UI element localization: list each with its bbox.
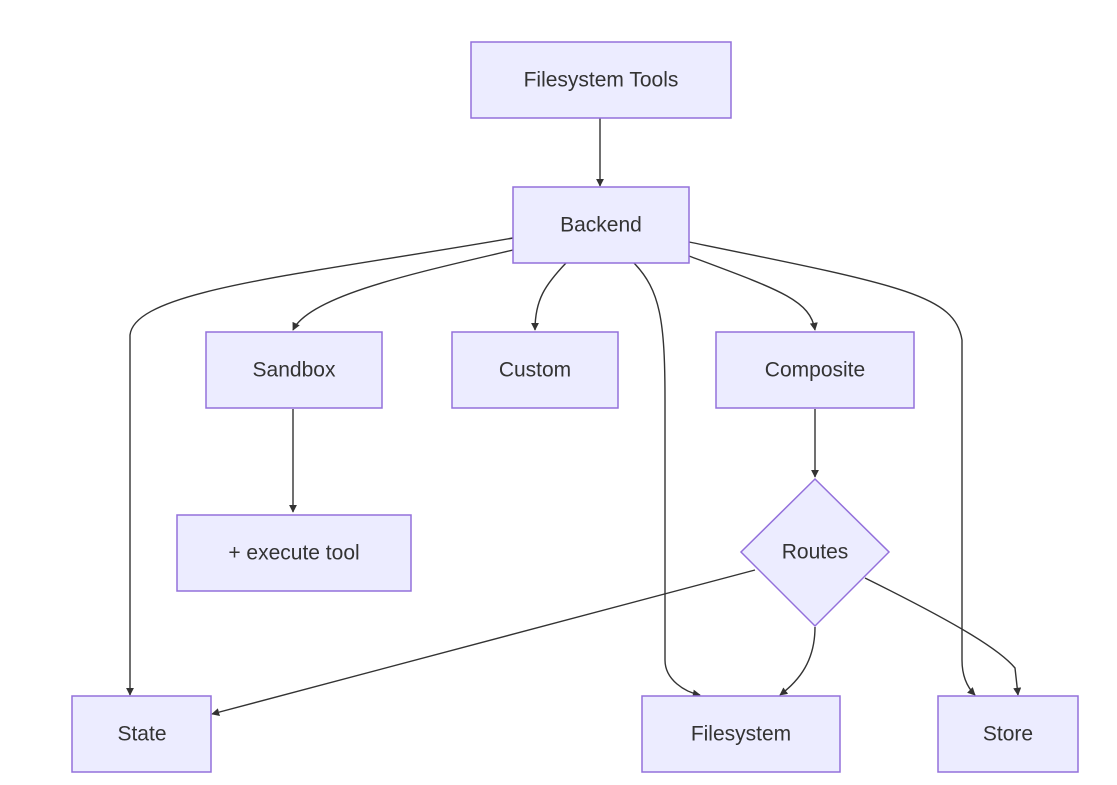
node-routes: Routes [739, 477, 891, 628]
edge-backend-to-store [688, 241, 976, 696]
node-label: Filesystem [691, 723, 791, 746]
node-execute-tool: + execute tool [176, 514, 412, 592]
node-label: Store [983, 723, 1033, 746]
node-label: Backend [560, 214, 642, 237]
node-label: Filesystem Tools [524, 69, 679, 92]
edges [126, 118, 1022, 717]
edge-backend-to-sandbox [292, 249, 514, 331]
edge-routes-to-filesystem [779, 626, 816, 696]
node-store: Store [937, 695, 1079, 773]
node-label: Sandbox [253, 359, 336, 382]
edge-backend-to-state [126, 237, 514, 696]
node-label: Custom [499, 359, 571, 382]
node-label: Routes [782, 541, 849, 564]
node-label: Composite [765, 359, 865, 382]
node-sandbox: Sandbox [205, 331, 383, 409]
edge-routes-to-state [211, 569, 756, 717]
node-backend: Backend [512, 186, 690, 264]
edge-backend-to-filesystem [633, 262, 701, 698]
edge-routes-to-store [864, 577, 1022, 696]
node-filesystem-tools: Filesystem Tools [470, 41, 732, 119]
edge-backend-to-composite [688, 255, 818, 331]
node-label: State [117, 723, 166, 746]
node-filesystem: Filesystem [641, 695, 841, 773]
node-state: State [71, 695, 212, 773]
node-composite: Composite [715, 331, 915, 409]
edge-backend-to-custom [531, 262, 567, 331]
node-label: + execute tool [228, 542, 359, 565]
node-custom: Custom [451, 331, 619, 409]
